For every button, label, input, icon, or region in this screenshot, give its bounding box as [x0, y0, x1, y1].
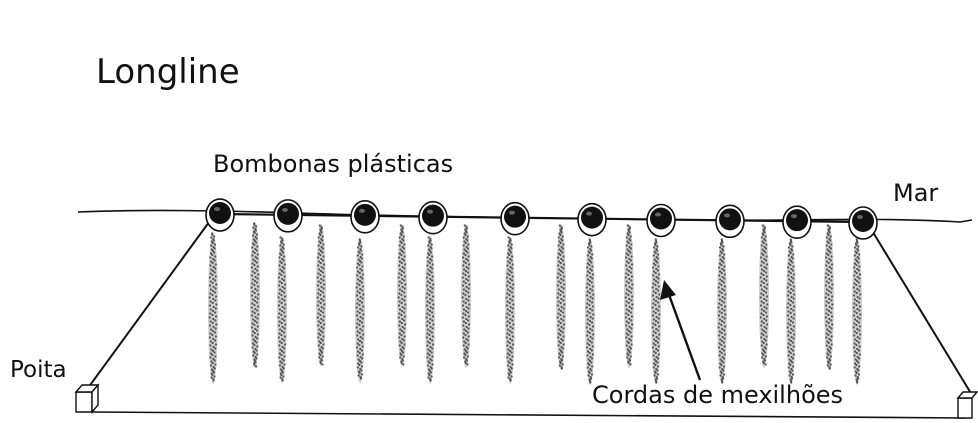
buoy	[782, 205, 812, 239]
mussel-rope	[759, 224, 769, 368]
buoy	[500, 201, 530, 236]
mussel-rope	[651, 238, 661, 384]
ropes-label: Cordas de mexilhões	[592, 381, 844, 409]
seabed-line	[91, 411, 966, 419]
right-anchor-block	[956, 391, 978, 419]
ropes-arrow-head	[660, 280, 676, 300]
mussel-rope	[316, 224, 326, 366]
mussel-rope	[397, 224, 407, 367]
buoy	[350, 200, 380, 234]
buoy	[848, 206, 878, 240]
mussel-rope	[505, 236, 515, 384]
plastic-buoys	[205, 198, 878, 240]
mussel-ropes	[208, 222, 862, 385]
buoy	[715, 204, 745, 239]
right-anchor-line	[867, 223, 973, 396]
left-anchor-block	[74, 383, 100, 414]
mussel-rope	[461, 224, 471, 368]
sea-label: Mar	[893, 179, 939, 207]
mussel-rope	[425, 236, 435, 384]
mussel-rope	[852, 238, 862, 385]
diagram-title: Longline	[96, 52, 240, 92]
mussel-rope	[624, 224, 634, 368]
left-anchor-line	[87, 217, 213, 389]
anchor-label: Poita	[10, 357, 67, 383]
buoy	[205, 198, 235, 232]
mussel-rope	[585, 238, 595, 385]
longline-rope	[217, 212, 864, 224]
ropes-arrow-line	[666, 291, 702, 381]
mussel-rope	[556, 224, 566, 370]
mussel-rope	[786, 238, 796, 384]
mussel-rope	[250, 222, 260, 368]
buoys-label: Bombonas plásticas	[213, 150, 454, 178]
buoy	[418, 200, 448, 235]
mussel-rope	[717, 238, 727, 384]
buoy	[273, 199, 303, 233]
buoy	[646, 203, 676, 238]
mussel-rope	[355, 238, 365, 383]
buoy	[577, 202, 607, 237]
mussel-rope	[277, 236, 287, 383]
mussel-rope	[208, 232, 218, 384]
mussel-rope	[824, 224, 834, 370]
